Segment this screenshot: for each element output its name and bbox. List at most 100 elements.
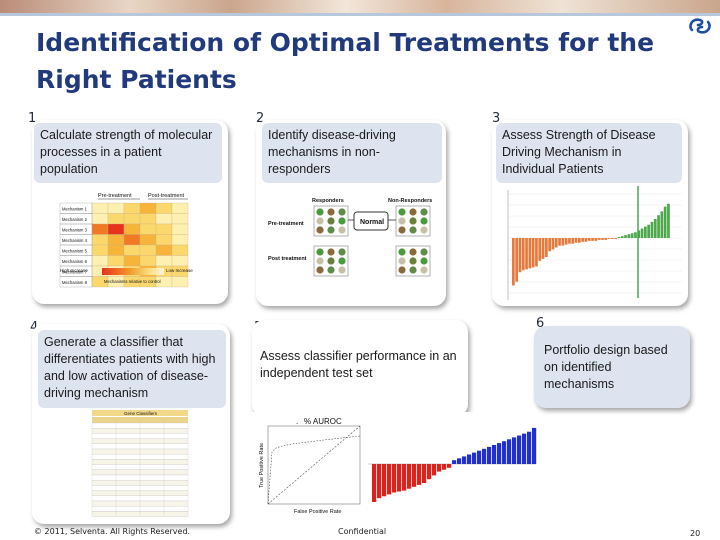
- heatmap-cell: [171, 202, 189, 214]
- diagram-cell-dot: [409, 226, 417, 234]
- waterfall-bar: [554, 238, 558, 248]
- auroc-bar: [462, 456, 467, 464]
- auroc-label: % AUROC: [304, 417, 342, 426]
- diagram-cell-dot: [420, 266, 428, 274]
- waterfall-bar: [531, 238, 535, 268]
- waterfall-bar: [521, 238, 525, 271]
- auroc-bar: [442, 464, 447, 470]
- classifier-table-title-bar: [92, 410, 188, 416]
- auroc-bar: [452, 460, 457, 464]
- heatmap-cell: [155, 255, 173, 267]
- slide-title-line-1: Identification of Optimal Treatments for…: [36, 28, 655, 57]
- auroc-bar: [512, 437, 517, 464]
- step-6-panel: [534, 326, 690, 408]
- heatmap-cell: [155, 213, 173, 225]
- waterfall-bar: [512, 238, 515, 286]
- diagram-cell-dot: [338, 257, 346, 265]
- waterfall-bar: [551, 238, 555, 250]
- slide-title-line-2: Right Patients: [36, 65, 237, 94]
- step-6-label: Portfolio design based on identified mec…: [544, 343, 668, 391]
- waterfall-bar: [564, 238, 568, 245]
- diagram-cell-images: [313, 205, 431, 277]
- diagram-cell-dot: [409, 266, 417, 274]
- heatmap-legend-bar: [102, 268, 164, 275]
- diagram-cell-dot: [409, 208, 417, 216]
- heatmap-row-label: Mechanism 2: [62, 217, 88, 222]
- waterfall-bar: [515, 238, 518, 282]
- diagram-cell-dot: [327, 226, 335, 234]
- heatmap-cell: [155, 244, 173, 256]
- waterfall-bar: [611, 238, 614, 239]
- diagram-cell-dot: [316, 217, 324, 225]
- auroc-value-marker: .: [296, 417, 298, 426]
- waterfall-bar: [614, 238, 617, 239]
- diagram-cell-dot: [398, 208, 406, 216]
- heatmap-cell: [91, 244, 109, 256]
- heatmap-cell: [91, 202, 109, 214]
- step-5-panel: [252, 320, 468, 416]
- waterfall-bar: [558, 238, 561, 246]
- auroc-bar: [417, 464, 422, 485]
- auroc-bars: [372, 427, 537, 502]
- diagram-cell-dot: [327, 266, 335, 274]
- diagram-cell-dot: [409, 248, 417, 256]
- heatmap-cell: [107, 234, 125, 246]
- diagram-cell-dot: [338, 248, 346, 256]
- diagram-cell-dot: [409, 257, 417, 265]
- heatmap-cell: [91, 213, 109, 225]
- diagram-cell-dot: [316, 257, 324, 265]
- auroc-bar: [467, 454, 472, 464]
- waterfall-bar: [528, 238, 532, 269]
- waterfall-bar: [657, 215, 660, 238]
- step-2-number: 2: [256, 111, 265, 126]
- diagram-cell-dot: [420, 208, 428, 216]
- waterfall-bar: [587, 238, 591, 241]
- step-6-number: 6: [536, 316, 545, 331]
- roc-and-bar-chart-area: % AUROC . True Positive Rate False Posit…: [252, 412, 542, 524]
- waterfall-bar: [607, 238, 611, 239]
- heatmap-row-label-cell: [59, 276, 93, 288]
- diagram-cell-dot: [327, 248, 335, 256]
- waterfall-bar: [591, 238, 594, 241]
- waterfall-bar: [644, 226, 647, 238]
- step-5-label: Assess classifier performance in an inde…: [260, 349, 457, 380]
- waterfall-bar: [561, 238, 565, 246]
- step-2-label: Identify disease-driving mechanisms in n…: [262, 123, 442, 183]
- heatmap-cell: [123, 234, 141, 246]
- step-4-label: Generate a classifier that differentiate…: [38, 330, 226, 408]
- auroc-bar: [477, 450, 482, 464]
- heatmap-row-label: Mechanism 7: [62, 270, 88, 275]
- heatmap-row-label: Mechanism 4: [62, 238, 88, 243]
- waterfall-bar: [541, 238, 545, 259]
- heatmap-header-pre: Pre-treatment: [98, 193, 132, 199]
- heatmap-row-label: Mechanism 8: [62, 280, 88, 285]
- heatmap-cell: [107, 255, 125, 267]
- step-1-number: 1: [28, 111, 37, 126]
- diagram-cell-dot: [398, 266, 406, 274]
- waterfall-bar: [525, 238, 528, 270]
- auroc-bar: [522, 433, 527, 464]
- heatmap-row-label: Mechanism 5: [62, 249, 88, 254]
- heatmap-cell: [123, 202, 141, 214]
- heatmap-row-label: Mechanism 1: [62, 207, 88, 212]
- waterfall-bars: [512, 203, 670, 286]
- waterfall-bar: [620, 236, 624, 238]
- heatmap-cell: [91, 255, 109, 267]
- heatmap-cell: [123, 223, 141, 235]
- diagram-cell-dot: [420, 248, 428, 256]
- waterfall-bar: [627, 234, 631, 238]
- waterfall-bar: [637, 230, 641, 238]
- heatmap-legend-high: High Increase: [60, 268, 88, 273]
- waterfall-bar: [548, 238, 551, 252]
- diagram-cell-dot: [398, 226, 406, 234]
- auroc-bar: [482, 448, 487, 464]
- diagram-cell-dot: [398, 257, 406, 265]
- diagram-normal-label: Normal: [360, 219, 384, 226]
- waterfall-bar: [640, 228, 644, 238]
- auroc-bar: [407, 464, 412, 489]
- diagram-cell-dot: [420, 226, 428, 234]
- heatmap-legend-mid: Mechanisms relative to control: [104, 279, 161, 284]
- diagram-cell-dot: [338, 217, 346, 225]
- heatmap-cell: [171, 213, 189, 225]
